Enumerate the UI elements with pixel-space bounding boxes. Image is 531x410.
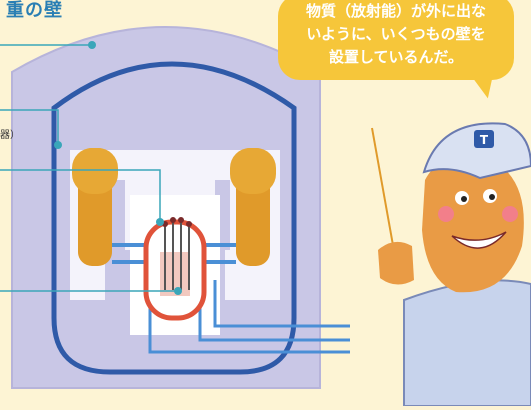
cap-badge-shape xyxy=(474,130,494,148)
cap-badge-text: T xyxy=(480,133,489,147)
cheek-right xyxy=(502,206,518,222)
diagram-title: 重の壁 xyxy=(6,0,63,21)
speech-bubble xyxy=(278,0,514,80)
steam-generator-left-top xyxy=(72,148,118,194)
speech-line-1: 物質（放射能）が外に出な xyxy=(305,2,486,20)
label-fragment: 器） xyxy=(0,130,20,141)
pipe-exit-bottom xyxy=(148,300,350,354)
leader-dot-outer-wall xyxy=(88,41,96,49)
leader-dot-vessel xyxy=(156,218,164,226)
cap xyxy=(422,122,531,180)
leader-dot-fuel xyxy=(174,287,182,295)
character-body xyxy=(403,279,531,407)
eye-left-pupil xyxy=(461,196,467,202)
control-rods xyxy=(164,222,190,290)
cheek-left xyxy=(438,206,454,222)
character-head xyxy=(422,156,524,293)
pipe-exit-upper xyxy=(213,280,350,328)
leader-line-containment xyxy=(0,109,59,145)
control-rod-heads xyxy=(162,217,192,227)
pointer-stick xyxy=(371,127,397,263)
leader-line-vessel xyxy=(0,169,161,222)
character-hand xyxy=(378,241,414,285)
steam-generator-right-top xyxy=(230,148,276,194)
speech-line-3: 設置しているんだ。 xyxy=(328,48,464,66)
eye-right-pupil xyxy=(489,194,495,200)
mouth xyxy=(451,231,507,249)
speech-bubble-text: 物質（放射能）が外に出な いように、いくつもの壁を 設置しているんだ。 xyxy=(278,0,514,69)
leader-dot-containment xyxy=(54,141,62,149)
speech-line-2: いように、いくつもの壁を xyxy=(306,25,486,43)
worker-character: T xyxy=(371,122,531,407)
steel-containment-vessel xyxy=(51,61,297,375)
